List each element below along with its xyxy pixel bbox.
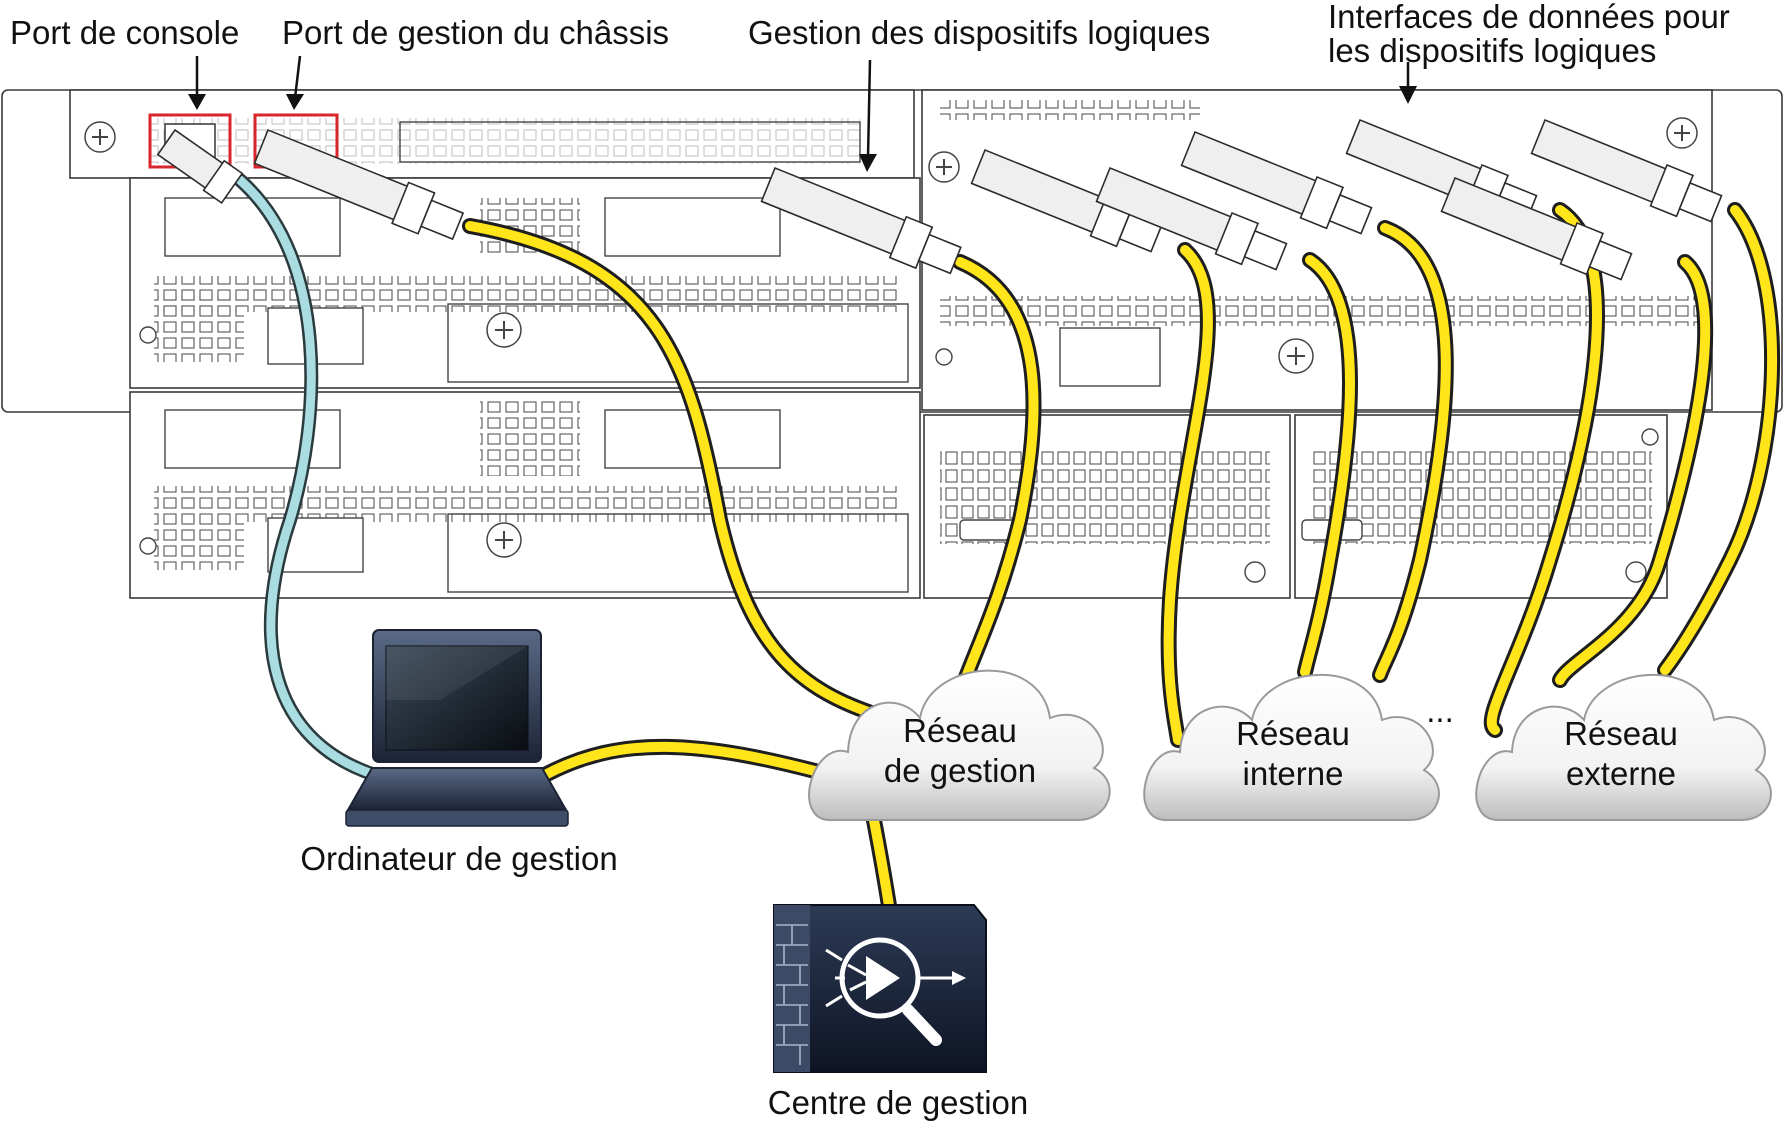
management-center-icon — [773, 904, 987, 1073]
cloud-internal-line1: Réseau — [1236, 715, 1350, 752]
chassis-mgmt-port-label: Port de gestion du châssis — [282, 14, 669, 51]
cloud-external-network: Réseau externe — [1475, 674, 1772, 822]
cloud-management-line2: de gestion — [884, 752, 1036, 789]
more-networks-ellipsis: ... — [1426, 692, 1454, 729]
cloud-internal-network: Réseau interne — [1143, 674, 1440, 822]
console-cable — [233, 173, 382, 782]
cloud-external-line1: Réseau — [1564, 715, 1678, 752]
cloud-management-line1: Réseau — [903, 712, 1017, 749]
cloud-internal-line2: interne — [1243, 755, 1344, 792]
cloud-management-network: Réseau de gestion — [808, 669, 1111, 822]
management-center-label: Centre de gestion — [768, 1084, 1029, 1121]
laptop-label: Ordinateur de gestion — [300, 840, 617, 877]
data-interfaces-label-line2: les dispositifs logiques — [1328, 32, 1656, 69]
laptop-icon — [345, 629, 569, 827]
logical-device-mgmt-label: Gestion des dispositifs logiques — [748, 14, 1210, 51]
console-port-label: Port de console — [10, 14, 239, 51]
cloud-external-line2: externe — [1566, 755, 1676, 792]
data-interfaces-label-line1: Interfaces de données pour — [1328, 0, 1730, 35]
callout-arrows — [188, 55, 1417, 172]
sfp-modules — [156, 118, 1723, 281]
